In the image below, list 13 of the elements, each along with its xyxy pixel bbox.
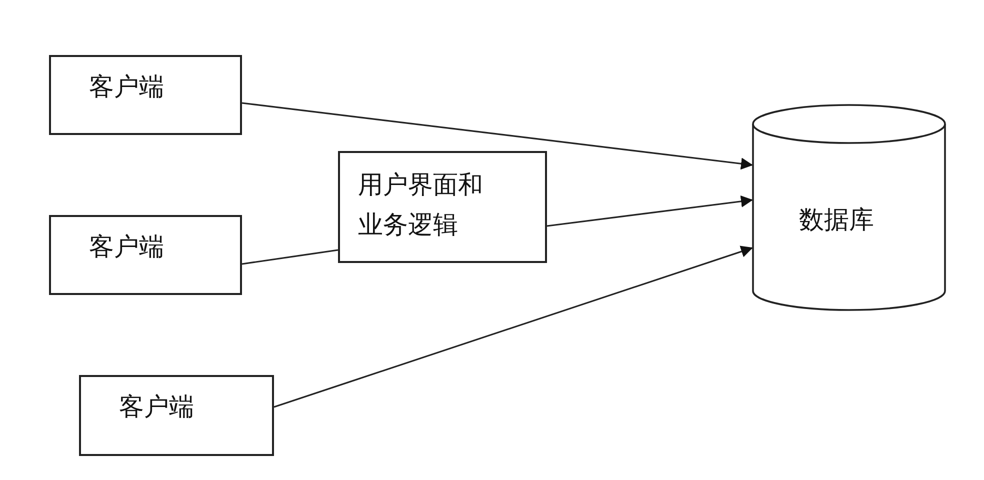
connector-line (242, 249, 338, 265)
node-label: 用户界面和业务逻辑 (358, 169, 484, 241)
arrow (546, 195, 753, 227)
node-label: 客户端 (119, 391, 194, 423)
client-box (49, 55, 242, 135)
node-label: 数据库 (799, 204, 874, 236)
node-label: 客户端 (89, 71, 164, 103)
process-box (338, 151, 547, 263)
node-label: 客户端 (89, 231, 164, 263)
arrow (274, 246, 753, 408)
client-box (49, 215, 242, 295)
client-box (79, 375, 274, 456)
arrow (242, 102, 753, 170)
